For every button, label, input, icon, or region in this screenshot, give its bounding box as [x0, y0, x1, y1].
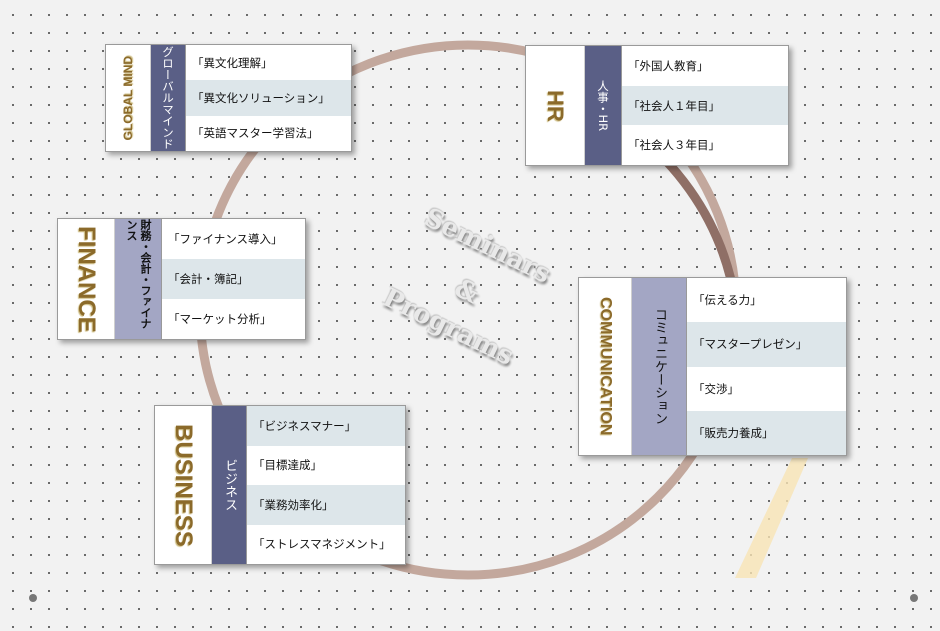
card-global-mind-items: 「異文化理解」 「異文化ソリューション」 「英語マスター学習法」	[186, 45, 351, 151]
list-item: 「伝える力」	[693, 293, 762, 308]
card-communication-items: 「伝える力」 「マスタープレゼン」 「交渉」 「販売力養成」	[687, 278, 846, 455]
list-item: 「社会人１年目」	[622, 85, 788, 126]
card-communication-japanese: コミュニケーション	[632, 278, 687, 455]
card-business-japanese: ビジネス	[212, 406, 247, 564]
card-communication-english: COMMUNICATION	[579, 278, 632, 455]
card-finance: FINANCE 財務・会計・ファイナンス 「ファイナンス導入」 「会計・簿記」 …	[57, 218, 306, 340]
list-item: 「異文化ソリューション」	[186, 80, 351, 116]
card-hr: HR 人事・HR 「外国人教育」 「社会人１年目」 「社会人３年目」	[525, 45, 789, 166]
list-item: 「異文化理解」	[192, 55, 273, 70]
list-item: 「交渉」	[693, 381, 739, 396]
card-finance-items: 「ファイナンス導入」 「会計・簿記」 「マーケット分析」	[162, 219, 305, 339]
list-item: 「業務効率化」	[247, 485, 405, 525]
list-item: 「ビジネスマナー」	[247, 406, 405, 446]
card-hr-items: 「外国人教育」 「社会人１年目」 「社会人３年目」	[622, 46, 788, 165]
list-item: 「マスタープレゼン」	[687, 322, 846, 367]
card-global-mind: GLOBAL MIND グローバルマインド 「異文化理解」 「異文化ソリューショ…	[105, 44, 352, 152]
card-hr-japanese: 人事・HR	[585, 46, 622, 165]
card-business-items: 「ビジネスマナー」 「目標達成」 「業務効率化」 「ストレスマネジメント」	[247, 406, 405, 564]
list-item: 「ストレスマネジメント」	[253, 537, 391, 552]
list-item: 「ファイナンス導入」	[168, 232, 283, 246]
list-item: 「目標達成」	[253, 458, 322, 473]
list-item: 「社会人３年目」	[628, 138, 720, 153]
card-hr-english: HR	[526, 46, 585, 165]
list-item: 「販売力養成」	[687, 410, 846, 455]
list-item: 「会計・簿記」	[162, 259, 305, 299]
center-title-line2: &	[449, 273, 484, 311]
list-item: 「外国人教育」	[628, 58, 709, 73]
card-finance-english: FINANCE	[58, 219, 115, 339]
card-finance-japanese: 財務・会計・ファイナンス	[115, 219, 162, 339]
list-item: 「マーケット分析」	[168, 312, 272, 326]
card-business: BUSINESS ビジネス 「ビジネスマナー」 「目標達成」 「業務効率化」 「…	[154, 405, 406, 565]
card-business-english: BUSINESS	[155, 406, 212, 564]
card-global-mind-japanese: グローバルマインド	[151, 45, 186, 151]
card-communication: COMMUNICATION コミュニケーション 「伝える力」 「マスタープレゼン…	[578, 277, 847, 456]
list-item: 「英語マスター学習法」	[192, 126, 319, 141]
card-global-mind-english: GLOBAL MIND	[106, 45, 151, 151]
